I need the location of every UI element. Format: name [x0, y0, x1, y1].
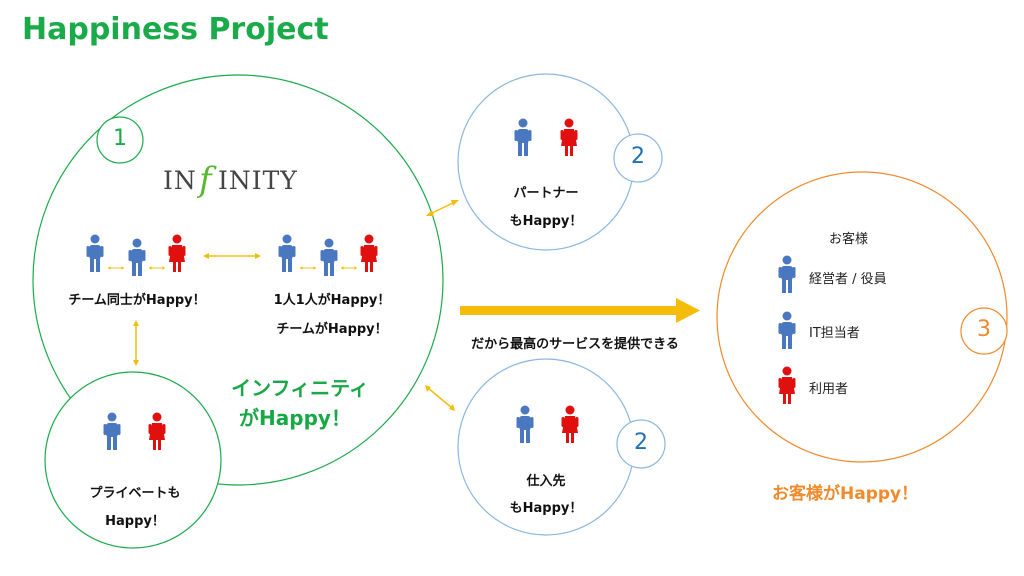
private-connector-arrow [133, 320, 139, 366]
number-3-label: 3 [977, 317, 991, 342]
page-title: Happiness Project [22, 12, 329, 47]
svg-text:f: f [196, 160, 217, 200]
team-right-label-2: チームがHappy！ [276, 322, 388, 337]
customer-circle [716, 171, 1008, 463]
supplier-connector-arrow [425, 385, 455, 411]
number-2b-label: 2 [634, 430, 648, 455]
private-label-2: Happy！ [105, 514, 165, 529]
service-arrow [460, 298, 700, 323]
number-1-label: 1 [113, 126, 127, 151]
number-badge-2a [613, 133, 663, 183]
number-badge-2b [616, 419, 666, 469]
private-label-1: プライベートも [89, 486, 181, 501]
svg-text:INITY: INITY [218, 166, 298, 195]
team-left-label: チーム同士がHappy！ [68, 293, 206, 308]
service-arrow-label: だから最高のサービスを提供できる [471, 337, 679, 352]
infinity-happy-line1: インフィニティ [231, 376, 369, 400]
partner-connector-arrow [426, 200, 459, 216]
customer-heading: お客様 [829, 232, 869, 247]
teams-connector-arrow [203, 253, 261, 259]
number-badge-1 [96, 116, 144, 164]
supplier-label-2: もHappy！ [509, 501, 583, 516]
supplier-label-1: 仕入先 [526, 474, 566, 489]
partner-label-1: パートナー [513, 186, 579, 201]
team-right-label-1: 1人1人がHappy！ [273, 293, 391, 308]
private-circle [44, 371, 222, 549]
number-badge-3 [960, 307, 1008, 355]
svg-text:IN: IN [163, 166, 197, 195]
customer-item-executive: 経営者 / 役員 [809, 272, 887, 287]
infinity-logo: IN f INITY [163, 160, 298, 200]
customer-happy-label: お客様がHappy！ [772, 484, 919, 504]
customer-item-it: IT担当者 [809, 326, 860, 341]
customer-item-user: 利用者 [809, 382, 849, 397]
number-2a-label: 2 [631, 144, 645, 169]
infinity-happy-line2: がHappy！ [239, 406, 351, 430]
infinity-circle [32, 74, 444, 486]
partner-label-2: もHappy！ [509, 214, 583, 229]
